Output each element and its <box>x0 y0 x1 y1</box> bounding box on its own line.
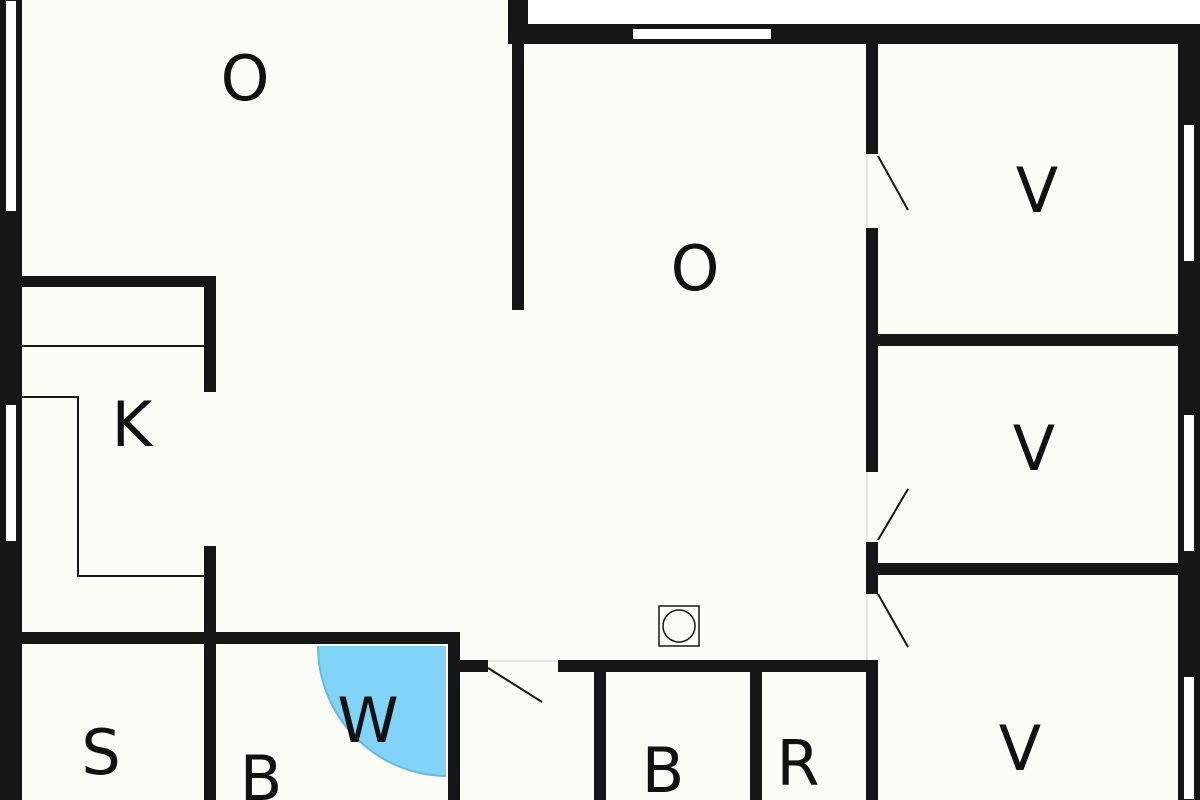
bath-storage-wall-top <box>558 660 866 672</box>
storage-wall-left <box>750 672 762 800</box>
service-wall-horizontal <box>22 632 460 644</box>
room-label-living-top-left: O <box>221 42 270 115</box>
bath-wall-left <box>594 672 606 800</box>
bedroom-divider-2 <box>878 563 1178 575</box>
door-bedroom-3 <box>877 593 909 648</box>
room-labels: O O V V V K S B W B R <box>81 42 1058 800</box>
bedroom-wall-upper <box>866 44 878 154</box>
room-label-living-center: O <box>671 232 720 305</box>
fireplace-circle <box>662 609 696 643</box>
door-bedroom-2 <box>877 488 909 541</box>
shower-swing-edge <box>317 645 447 777</box>
window-left-upper <box>4 0 18 213</box>
kitchen-counters <box>22 345 204 577</box>
kitchen-wall-right-lower <box>204 546 216 638</box>
fireplace-symbol <box>658 605 700 647</box>
hall-door-stub <box>460 660 488 672</box>
partition-central-vertical <box>512 44 524 310</box>
outer-wall-top <box>508 24 1200 44</box>
door-hallway <box>487 667 543 703</box>
window-right-3 <box>1182 675 1196 800</box>
kitchen-wall-right-upper <box>204 276 216 392</box>
counter-l-shape <box>22 396 204 577</box>
room-label-bathroom-2: B <box>642 734 685 800</box>
room-label-kitchen: K <box>112 388 154 461</box>
bedroom-wall-stub <box>866 542 878 594</box>
door-bedroom-1 <box>877 155 909 211</box>
room-label-sauna: S <box>81 716 120 789</box>
room-label-bedroom-3: V <box>999 712 1041 785</box>
window-right-2 <box>1182 413 1196 553</box>
shower-area <box>317 645 447 777</box>
windows <box>4 0 1196 800</box>
room-label-bedroom-1: V <box>1016 154 1058 227</box>
kitchen-wall-top <box>22 276 216 287</box>
window-right-1 <box>1182 123 1196 263</box>
shower-swing <box>318 646 446 776</box>
fireplace-box <box>658 605 700 647</box>
room-label-bathroom-1: B <box>240 742 283 800</box>
room-label-bedroom-2: V <box>1013 412 1055 485</box>
room-label-washroom: W <box>337 684 398 757</box>
outer-wall-top-corner <box>508 0 528 44</box>
window-top <box>631 27 773 41</box>
room-label-storage: R <box>776 727 819 800</box>
bedroom-wall-middle <box>866 228 878 472</box>
floor-right <box>518 38 1200 800</box>
sauna-bath-wall <box>204 644 216 800</box>
bedroom-wall-lower <box>866 660 878 800</box>
bedroom-divider-1 <box>878 334 1178 346</box>
door-swings <box>487 154 909 703</box>
window-left-lower <box>4 403 18 543</box>
washroom-wall-right <box>448 632 460 800</box>
